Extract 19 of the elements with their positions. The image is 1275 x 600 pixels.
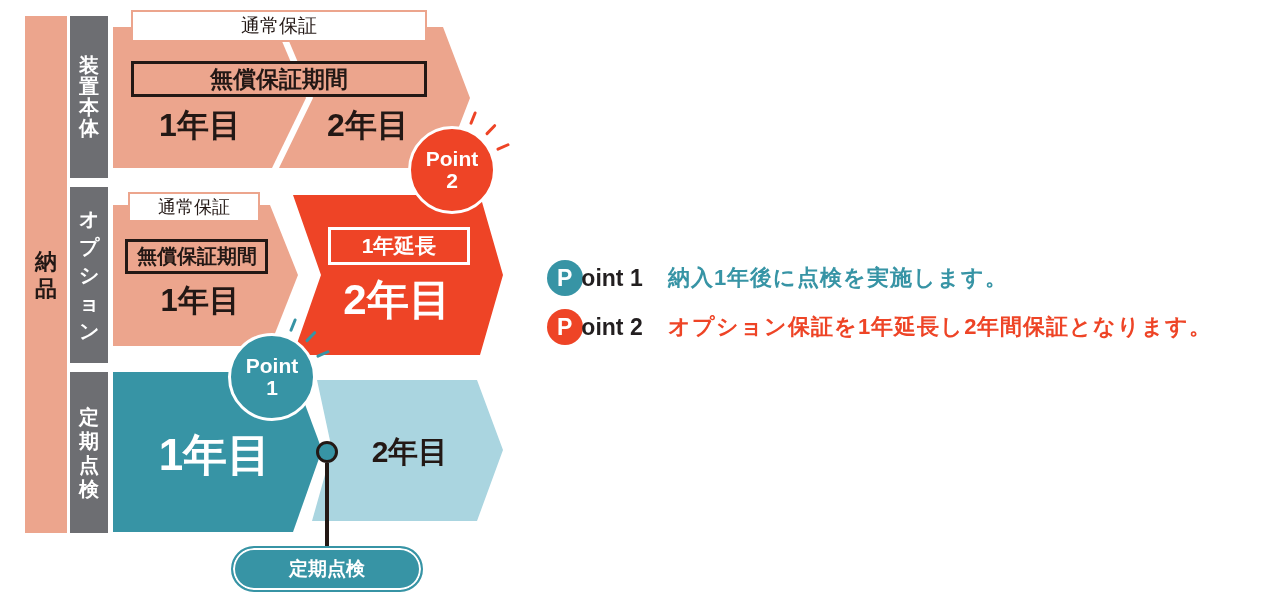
framed-label: 無償保証期間 [131,61,427,97]
leader-line [325,463,329,546]
year-label: 2年目 [371,437,449,467]
year-label: 2年目 [327,109,409,141]
pill-label: 定期点検 [231,546,423,592]
year-label: 2年目 [343,279,451,321]
year-label: 1年目 [158,433,272,477]
year-label: 1年目 [160,284,240,316]
row-header: オプション [70,187,108,363]
note-text: 納入1年後に点検を実施します。 [668,267,1009,289]
year-label: 1年目 [159,109,241,141]
row-header: 装置本体 [70,16,108,178]
framed-label: 無償保証期間 [125,239,268,274]
row-header: 定期点検 [70,372,108,533]
note-text: オプション保証を1年延長し2年間保証となります。 [668,316,1213,338]
vertical-band: 納品 [25,16,67,533]
tag-label: 通常保証 [128,192,260,222]
tag-label: 通常保証 [131,10,427,42]
framed-label: 1年延長 [328,227,470,265]
